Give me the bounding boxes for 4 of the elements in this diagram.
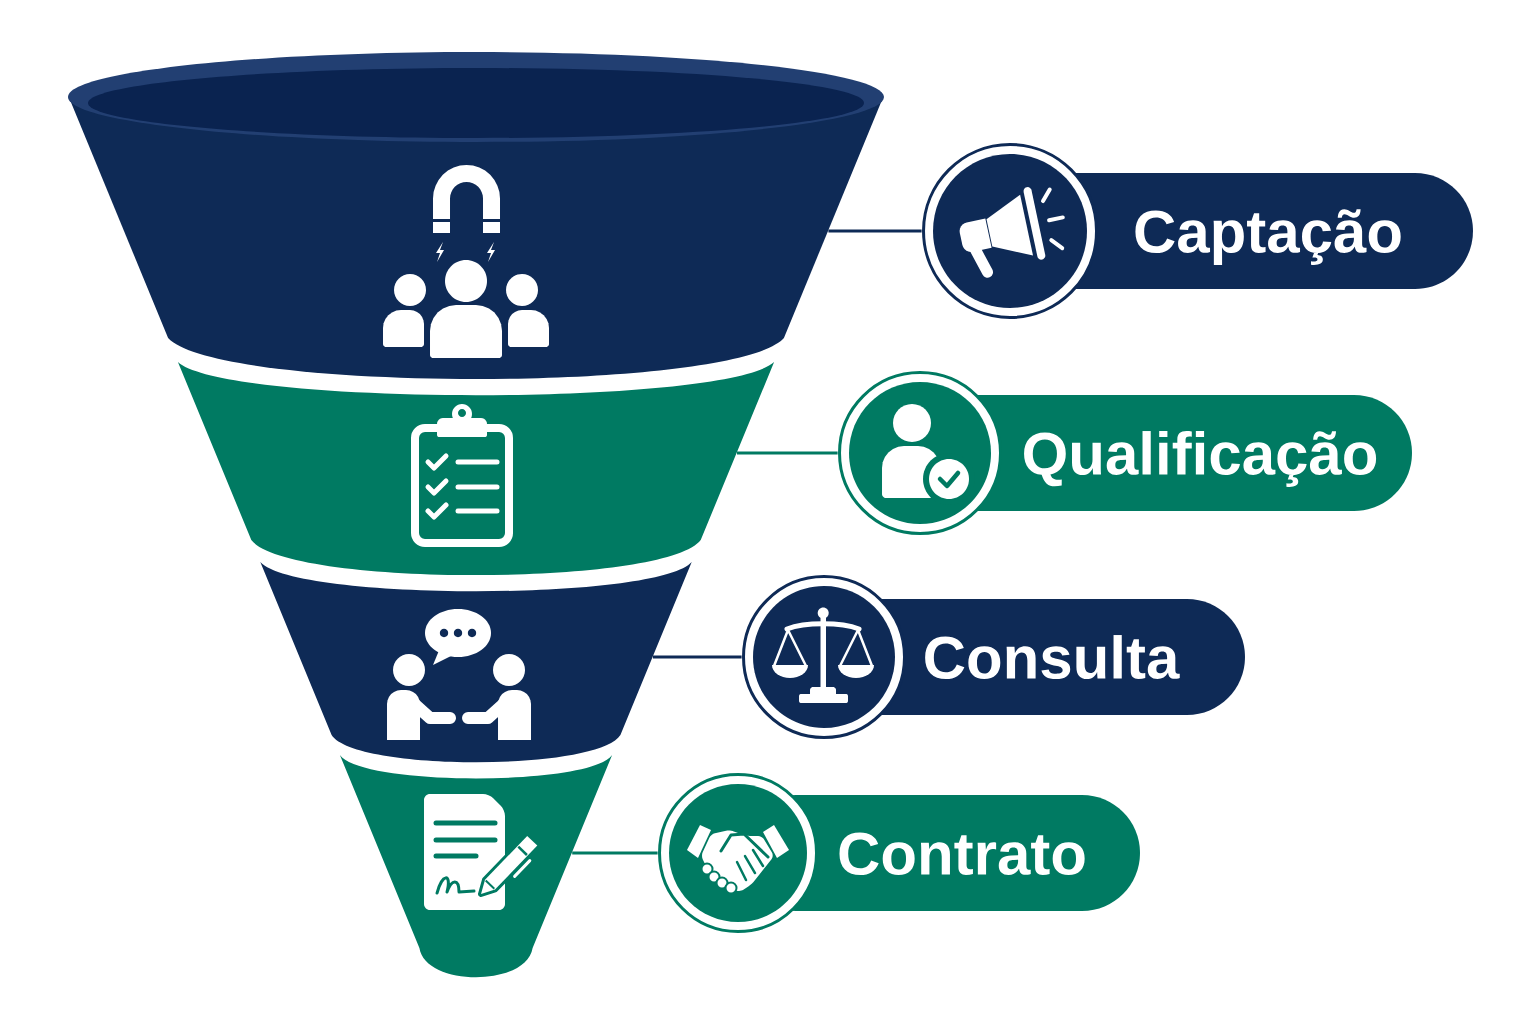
connector-line	[652, 655, 742, 659]
connector-line	[828, 229, 922, 233]
connector-line	[737, 451, 838, 455]
connector-line	[572, 851, 658, 855]
